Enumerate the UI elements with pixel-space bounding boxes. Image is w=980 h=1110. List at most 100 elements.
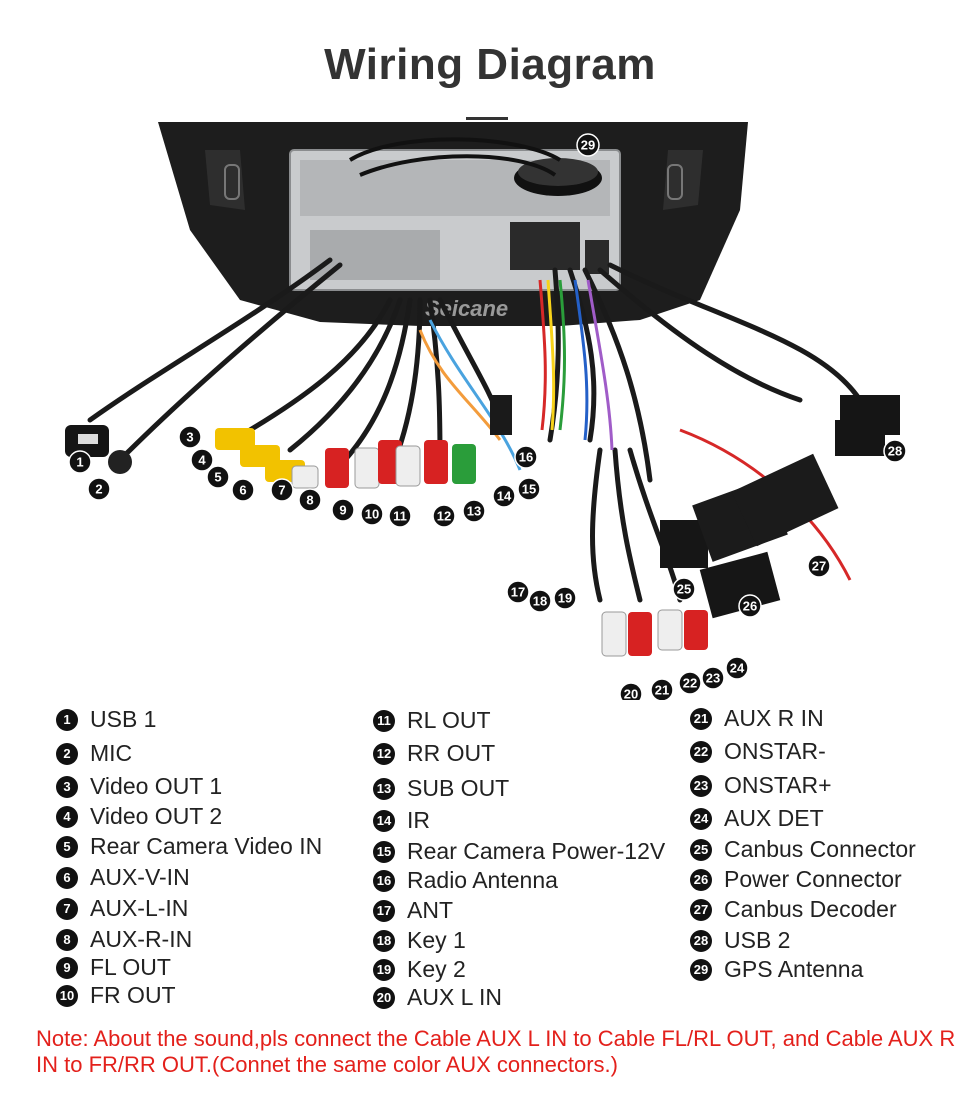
legend-number-badge: 8	[56, 928, 78, 951]
callout-number: 18	[533, 594, 547, 609]
legend-item: 5 Rear Camera Video IN	[56, 833, 322, 860]
gps-antenna	[348, 137, 602, 196]
legend-label: AUX R IN	[724, 705, 824, 731]
legend-label: Rear Camera Video IN	[90, 833, 323, 859]
legend-label: ONSTAR-	[724, 738, 826, 764]
callout-number: 16	[519, 450, 533, 465]
callout-marker-2: 2	[87, 477, 111, 501]
legend-label: FL OUT	[90, 954, 171, 980]
legend-item: 26 Power Connector	[690, 866, 902, 893]
legend-label: Canbus Decoder	[724, 896, 897, 922]
legend-label: USB 1	[90, 706, 157, 732]
legend-item: 24 AUX DET	[690, 805, 824, 832]
legend-number-badge: 16	[373, 869, 395, 892]
callout-marker-27: 27	[807, 554, 831, 578]
legend-number-badge: 22	[690, 740, 712, 763]
title-underline	[466, 117, 508, 120]
callout-marker-7: 7	[270, 478, 294, 502]
callout-marker-5: 5	[206, 465, 230, 489]
legend-number-badge: 15	[373, 840, 395, 863]
callout-marker-18: 18	[528, 589, 552, 613]
usb-mic-plugs	[65, 425, 132, 474]
callout-marker-14: 14	[492, 484, 516, 508]
legend-number-badge: 10	[56, 984, 78, 1007]
callout-marker-28: 28	[883, 439, 907, 463]
legend-label: ANT	[407, 897, 453, 923]
legend-label: AUX-V-IN	[90, 864, 190, 890]
legend-label: AUX L IN	[407, 984, 503, 1010]
callout-marker-9: 9	[331, 498, 355, 522]
callout-marker-25: 25	[672, 577, 696, 601]
callout-number: 24	[730, 661, 745, 676]
rca-jacks-left	[215, 428, 476, 489]
legend-number-badge: 24	[690, 807, 712, 830]
legend-label: MIC	[90, 740, 133, 766]
legend-number-badge: 5	[56, 835, 78, 858]
callout-number: 19	[558, 591, 572, 606]
legend-label: Power Connector	[724, 866, 902, 892]
legend-number-badge: 26	[690, 868, 712, 891]
legend-number-badge: 29	[690, 958, 712, 981]
callout-marker-17: 17	[506, 580, 530, 604]
callout-marker-19: 19	[553, 586, 577, 610]
callout-number: 23	[706, 671, 720, 686]
callout-marker-6: 6	[231, 478, 255, 502]
callout-number: 2	[95, 482, 102, 497]
callout-number: 29	[581, 138, 595, 153]
callout-marker-3: 3	[178, 425, 202, 449]
callout-number: 17	[511, 585, 525, 600]
legend-number-badge: 19	[373, 958, 395, 981]
legend-label: Key 2	[407, 956, 466, 982]
legend-item: 14 IR	[373, 807, 430, 834]
legend-item: 19 Key 2	[373, 956, 466, 983]
watermark-text: Seicane	[425, 296, 508, 321]
callout-number: 14	[497, 489, 512, 504]
legend-label: Radio Antenna	[407, 867, 558, 893]
callout-number: 27	[812, 559, 826, 574]
legend-number-badge: 18	[373, 929, 395, 952]
legend-label: FR OUT	[90, 982, 176, 1008]
legend-item: 10 FR OUT	[56, 982, 176, 1009]
callout-number: 7	[278, 483, 285, 498]
legend-label: Video OUT 2	[90, 803, 223, 829]
callout-marker-16: 16	[514, 445, 538, 469]
callout-marker-10: 10	[360, 502, 384, 526]
callout-number: 8	[306, 493, 313, 508]
callout-number: 21	[655, 683, 669, 698]
legend-label: IR	[407, 807, 430, 833]
callout-number: 11	[393, 509, 407, 524]
legend-label: Canbus Connector	[724, 836, 916, 862]
legend-number-badge: 21	[690, 707, 712, 730]
page-title: Wiring Diagram	[324, 40, 656, 89]
legend-label: RL OUT	[407, 707, 491, 733]
callout-marker-22: 22	[678, 671, 702, 695]
callout-number: 15	[522, 482, 536, 497]
legend-label: AUX-L-IN	[90, 895, 189, 921]
callout-marker-11: 11	[388, 504, 412, 528]
callout-marker-29: 29	[576, 133, 600, 157]
legend-number-badge: 2	[56, 742, 78, 765]
callout-number: 12	[437, 509, 451, 524]
legend-label: RR OUT	[407, 740, 496, 766]
legend-label: AUX DET	[724, 805, 824, 831]
note-text: Note: About the sound,pls connect the Ca…	[36, 1026, 956, 1077]
callout-number: 25	[677, 582, 691, 597]
legend-number-badge: 14	[373, 809, 395, 832]
legend-item: 16 Radio Antenna	[373, 867, 558, 894]
legend-item: 2 MIC	[56, 740, 132, 767]
callout-marker-21: 21	[650, 678, 674, 700]
legend-label: ONSTAR+	[724, 772, 832, 798]
callout-marker-20: 20	[619, 682, 643, 700]
wiring-photo: Seicane	[65, 122, 907, 700]
